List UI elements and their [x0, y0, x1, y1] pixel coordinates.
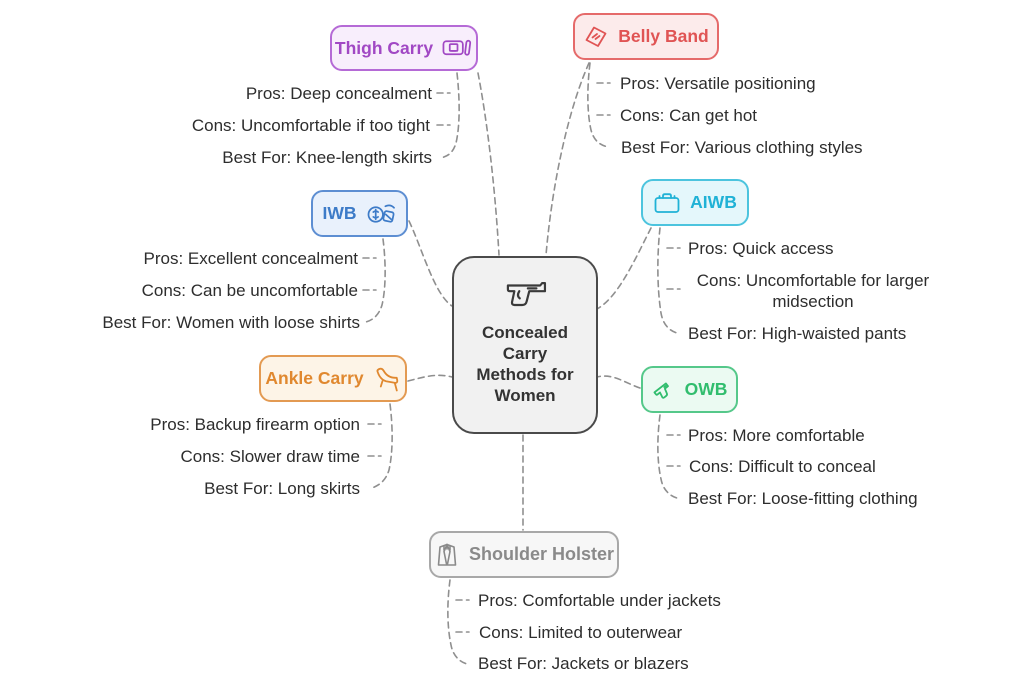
thigh-cons-text: Cons: Uncomfortable if too tight — [191, 116, 430, 135]
shoulder-pros-text: Pros: Comfortable under jackets — [478, 591, 721, 610]
ankle-carry-label: Ankle Carry — [265, 368, 364, 388]
center-title: Concealed Carry Methods for Women — [476, 323, 574, 405]
pistol-icon — [506, 282, 547, 307]
ankle-branch-line — [407, 374, 453, 382]
node-belly-band[interactable]: Belly Band — [573, 13, 719, 60]
aiwb-cons-text: Cons: Uncomfortable for larger midsectio… — [696, 271, 930, 311]
iwb-pros-text: Pros: Excellent concealment — [143, 249, 359, 268]
belly-band-label: Belly Band — [618, 26, 709, 46]
shoulder-items-spine — [447, 579, 468, 665]
high-heel-icon — [376, 367, 398, 391]
node-thigh-carry[interactable]: Thigh Carry — [330, 25, 478, 71]
node-center[interactable]: Concealed Carry Methods for Women — [452, 256, 598, 434]
belly-band-icon — [585, 26, 607, 47]
aiwb-best-text: Best For: High-waisted pants — [688, 324, 907, 343]
waistband-icon — [367, 204, 395, 223]
thigh-carry-label: Thigh Carry — [334, 37, 434, 58]
thigh-items-spine — [440, 72, 460, 159]
thigh-best-text: Best For: Knee-length skirts — [222, 148, 432, 167]
belly-best-text: Best For: Various clothing styles — [621, 138, 863, 157]
ankle-best-text: Best For: Long skirts — [204, 479, 360, 498]
ankle-pros-text: Pros: Backup firearm option — [150, 415, 360, 434]
thigh-branch-line — [477, 72, 500, 256]
iwb-label: IWB — [322, 203, 357, 223]
ankle-cons-text: Cons: Slower draw time — [180, 447, 360, 466]
belly-items-spine — [587, 62, 609, 148]
belly-branch-line — [545, 62, 590, 256]
belly-cons-text: Cons: Can get hot — [620, 106, 758, 125]
owb-items-spine — [657, 414, 678, 499]
aiwb-items-spine — [657, 227, 678, 334]
thigh-holster-icon — [442, 39, 472, 56]
jacket-icon — [437, 543, 457, 566]
belly-pros-text: Pros: Versatile positioning — [620, 74, 816, 93]
iwb-items-spine — [365, 238, 386, 323]
aiwb-branch-line — [596, 227, 652, 310]
shoulder-best-text: Best For: Jackets or blazers — [478, 654, 689, 673]
owb-label: OWB — [684, 379, 728, 399]
ankle-items-spine — [371, 403, 393, 489]
iwb-branch-line — [408, 220, 453, 307]
owb-cons-text: Cons: Difficult to conceal — [689, 457, 876, 476]
shoulder-holster-label: Shoulder Holster — [468, 544, 615, 564]
node-owb[interactable]: OWB — [641, 366, 738, 413]
pistol-icon — [653, 382, 669, 399]
aiwb-pros-text: Pros: Quick access — [688, 239, 834, 258]
node-iwb[interactable]: IWB — [311, 190, 408, 237]
node-aiwb[interactable]: AIWB — [641, 179, 749, 226]
node-shoulder-holster[interactable]: Shoulder Holster — [429, 531, 619, 578]
shoulder-cons-text: Cons: Limited to outerwear — [479, 623, 683, 642]
owb-pros-text: Pros: More comfortable — [688, 426, 865, 445]
owb-branch-line — [596, 375, 641, 389]
owb-best-text: Best For: Loose-fitting clothing — [688, 489, 918, 508]
thigh-pros-text: Pros: Deep concealment — [245, 84, 432, 103]
iwb-cons-text: Cons: Can be uncomfortable — [141, 281, 358, 300]
node-ankle-carry[interactable]: Ankle Carry — [259, 355, 407, 402]
belt-buckle-icon — [654, 192, 680, 213]
iwb-best-text: Best For: Women with loose shirts — [102, 313, 360, 332]
aiwb-label: AIWB — [690, 192, 737, 212]
